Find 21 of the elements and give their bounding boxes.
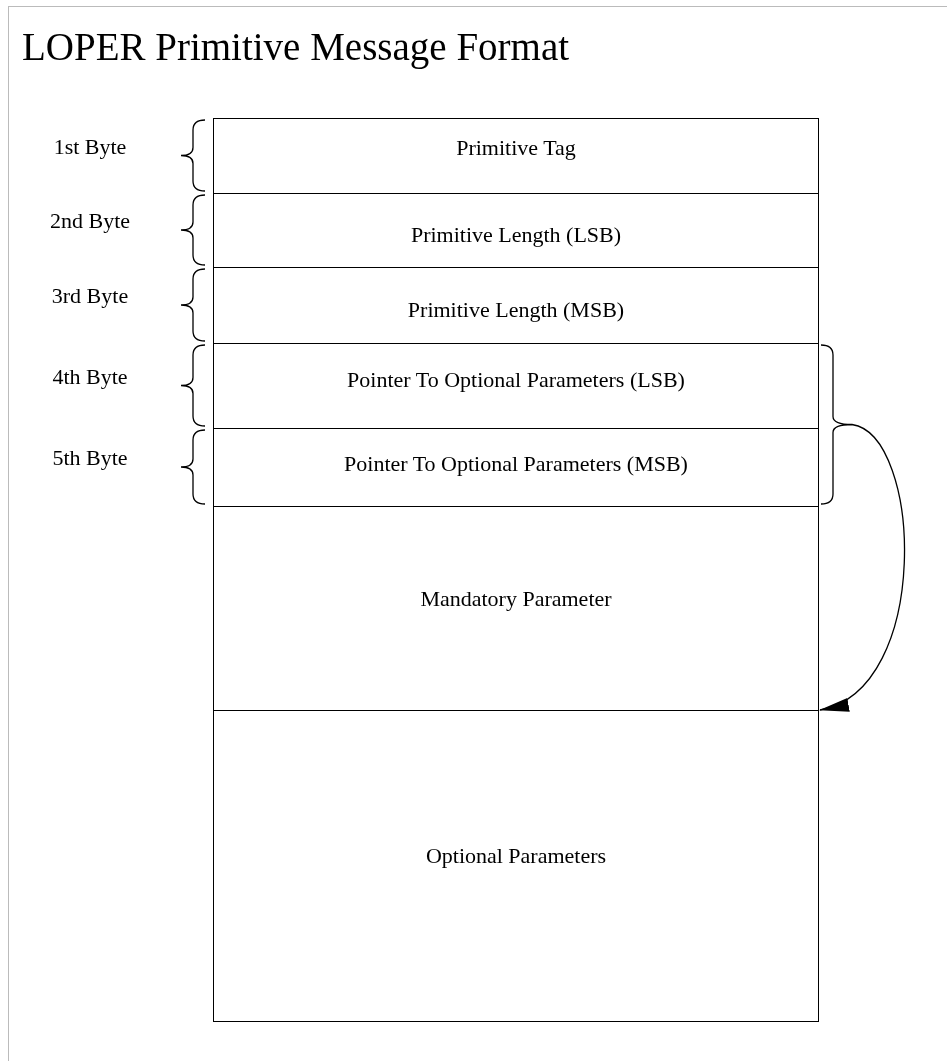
byte-label: 3rd Byte xyxy=(50,283,130,309)
field-label: Primitive Tag xyxy=(456,135,576,162)
byte-label: 5th Byte xyxy=(51,445,129,471)
byte-label: 2nd Byte xyxy=(48,208,132,234)
field-row xyxy=(213,193,819,269)
field-label: Pointer To Optional Parameters (MSB) xyxy=(344,450,688,477)
field-row xyxy=(213,343,819,430)
field-label: Optional Parameters xyxy=(425,842,607,869)
field-row xyxy=(213,267,819,345)
brace-arrow xyxy=(819,344,905,711)
field-label: Primitive Length (MSB) xyxy=(407,296,625,323)
field-row xyxy=(213,710,819,1022)
field-row xyxy=(213,118,819,195)
field-row xyxy=(213,506,819,712)
field-label: Pointer To Optional Parameters (LSB) xyxy=(347,367,685,394)
byte-label: 4th Byte xyxy=(51,363,129,390)
byte-label: 1st Byte xyxy=(52,133,128,160)
field-row xyxy=(213,428,819,508)
field-label: Primitive Length (LSB) xyxy=(410,221,622,248)
field-label: Mandatory Parameter xyxy=(420,585,612,612)
diagram-title: LOPER Primitive Message Format xyxy=(22,24,570,69)
